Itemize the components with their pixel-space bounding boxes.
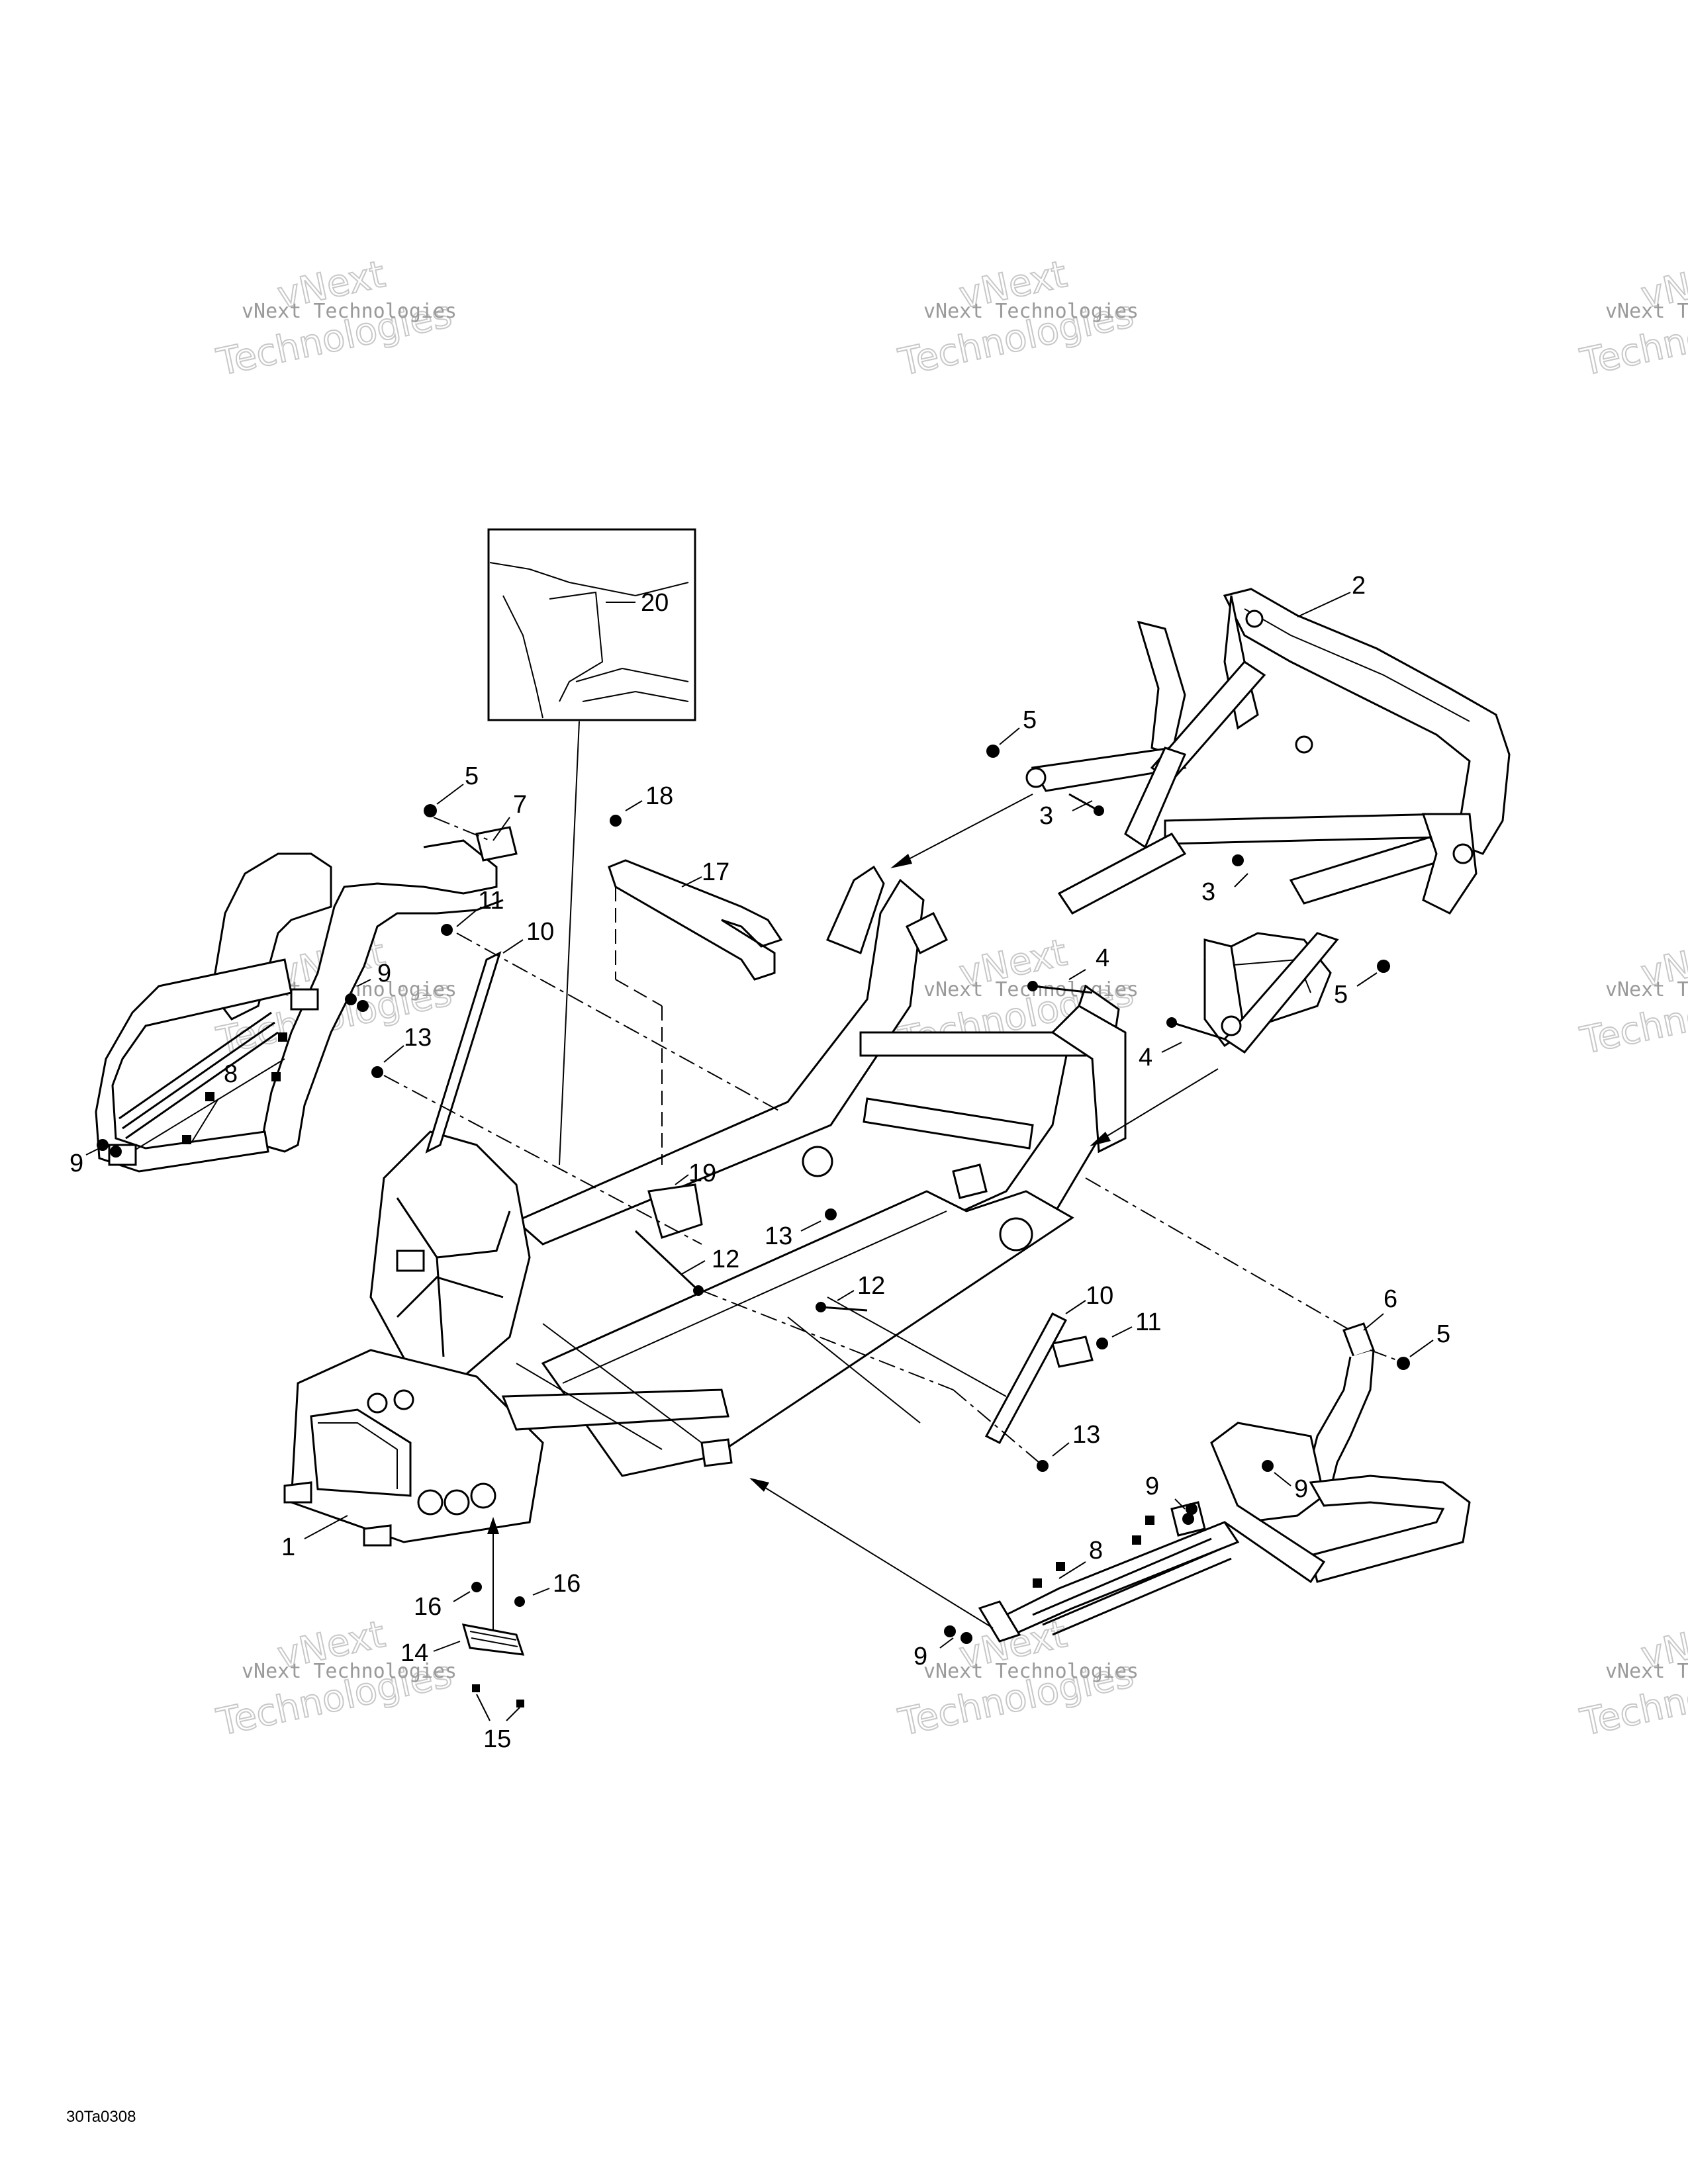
- callout-18: 18: [645, 782, 673, 810]
- callout-10-left: 10: [526, 918, 554, 946]
- callout-9-left-top: 9: [377, 960, 391, 987]
- callout-5-left-footrest: 5: [465, 762, 479, 790]
- callout-9-left-bottom: 9: [70, 1150, 83, 1177]
- callout-13-right: 13: [1072, 1421, 1100, 1449]
- callout-5-rear-top: 5: [1023, 706, 1037, 734]
- callout-9-right-top: 9: [1145, 1473, 1159, 1500]
- right-footrest: 6 5 8 9 9 9: [914, 1285, 1471, 1670]
- callout-17: 17: [702, 858, 729, 886]
- figure-code: 30Ta0308: [66, 2108, 136, 2126]
- callout-4-rear-lower: 4: [1139, 1044, 1152, 1071]
- callout-3-rear-lower: 3: [1201, 878, 1215, 906]
- callout-16-left: 16: [414, 1593, 442, 1621]
- rear-subframe: 2: [1025, 572, 1511, 1054]
- callout-9-right-side: 9: [1294, 1475, 1308, 1503]
- callout-3-rear-top: 3: [1039, 802, 1053, 830]
- callout-5-rear-lower: 5: [1334, 981, 1348, 1009]
- watermark-line1: vNext Technologies: [1605, 1660, 1688, 1683]
- callout-7: 7: [513, 791, 527, 819]
- inset-part-outline: [489, 562, 689, 597]
- inset-frame: [487, 528, 696, 721]
- callout-12-lower: 12: [857, 1272, 885, 1300]
- callout-9-right-bottom: 9: [914, 1643, 927, 1670]
- center-bracket-hardware: 18 17 19: [608, 782, 783, 1239]
- right-link-hardware: 10 11 13: [749, 1177, 1351, 1629]
- inset-part-outline: [502, 595, 543, 719]
- inset-pointer-line: [559, 721, 580, 1165]
- watermark-line1: vNext Technologies: [1605, 978, 1688, 1001]
- callout-13-left: 13: [404, 1024, 432, 1052]
- callout-8-left: 8: [224, 1060, 238, 1088]
- callout-16-right: 16: [553, 1570, 581, 1598]
- watermark-line1: vNext Technologies: [923, 1660, 1139, 1683]
- watermark-line1: vNext Technologies: [242, 300, 457, 323]
- left-footrest: 7 5 8 9 9: [70, 762, 527, 1177]
- rear-suspension-hardware: 5 3 4 3 5 4: [890, 706, 1390, 1146]
- callout-1: 1: [281, 1533, 295, 1561]
- watermark-line1: vNext Technologies: [923, 300, 1139, 323]
- callout-11-right: 11: [1135, 1308, 1161, 1336]
- callout-20: 20: [641, 589, 669, 617]
- center-link-hardware: 13 12 12: [634, 1208, 954, 1390]
- left-link-hardware: 11 10 13: [371, 887, 782, 1245]
- callout-8-right: 8: [1089, 1537, 1103, 1565]
- main-frame: [283, 865, 1127, 1547]
- inset-part-outline: [582, 690, 689, 702]
- inset-part-outline: [575, 667, 689, 682]
- callout-4-rear-top: 4: [1096, 944, 1109, 972]
- callout-14: 14: [400, 1639, 428, 1667]
- callout-6: 6: [1383, 1285, 1397, 1313]
- callout-13-center: 13: [765, 1222, 792, 1250]
- watermark-line1: vNext Technologies: [242, 1660, 457, 1683]
- callout-19: 19: [688, 1160, 716, 1187]
- callout-11-left: 11: [478, 887, 504, 915]
- callout-10-right: 10: [1086, 1282, 1113, 1310]
- inset-bracket-20: [549, 591, 604, 702]
- inset-detail: 20: [487, 528, 696, 1165]
- callout-15: 15: [483, 1725, 511, 1753]
- watermark-line1: vNext Technologies: [1605, 300, 1688, 323]
- skid-plate-hardware: 16 16 14 15: [400, 1517, 581, 1753]
- callout-12-upper: 12: [712, 1246, 739, 1273]
- bolt-8-left: [182, 1032, 287, 1144]
- callout-5-right-footrest: 5: [1436, 1320, 1450, 1348]
- callout-2: 2: [1352, 572, 1366, 600]
- front-frame-label: 1: [281, 1515, 348, 1561]
- bolt-8-right: [1033, 1516, 1154, 1588]
